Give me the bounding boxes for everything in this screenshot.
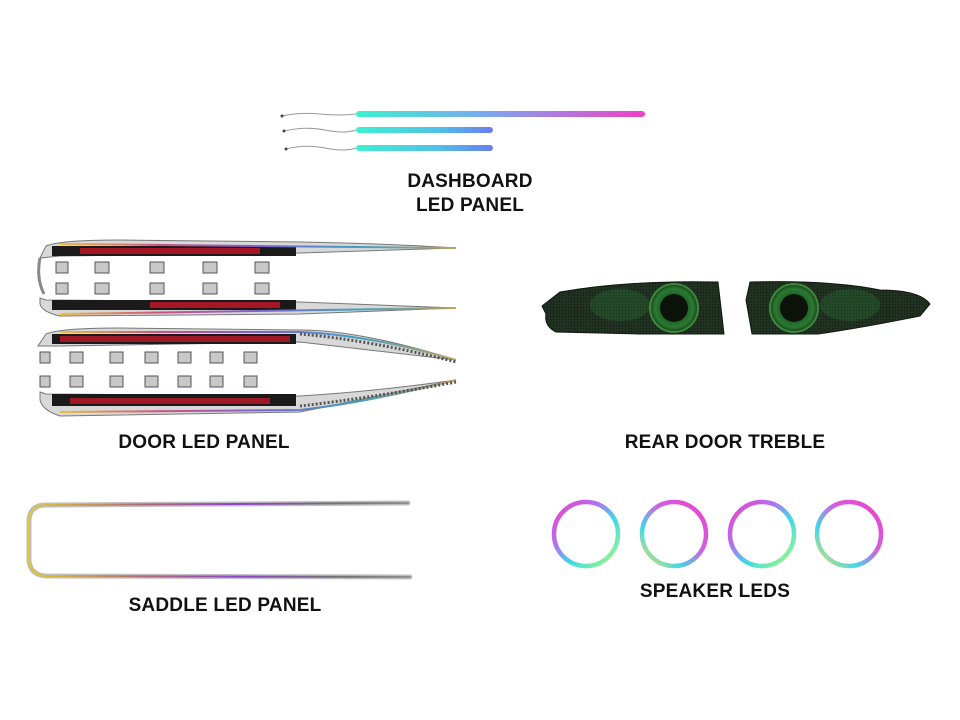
dashboard-strip-medium — [282, 127, 493, 133]
door-led-panel-label: DOOR LED PANEL — [118, 432, 290, 453]
speaker-led-ring — [551, 499, 621, 569]
saddle-led-panel — [26, 500, 413, 580]
dashboard-strip-long — [280, 111, 645, 118]
dashboard-label-line1: DASHBOARD — [407, 171, 533, 192]
rear-door-treble-label: REAR DOOR TREBLE — [624, 432, 826, 453]
saddle-led-panel-label: SADDLE LED PANEL — [128, 595, 322, 616]
speaker-leds-label: SPEAKER LEDS — [639, 581, 791, 602]
door-led-panel-upper — [37, 239, 457, 317]
dashboard-label: DASHBOARD LED PANEL — [370, 170, 570, 218]
dashboard-strip-short — [284, 145, 493, 151]
speaker-led-ring — [814, 499, 884, 569]
rear-door-treble-left — [541, 281, 725, 335]
rear-door-treble-right — [745, 281, 931, 335]
speaker-led-ring — [639, 499, 709, 569]
dashboard-label-line2: LED PANEL — [415, 195, 525, 216]
speaker-led-ring — [727, 499, 797, 569]
door-led-panel-lower — [37, 327, 457, 417]
